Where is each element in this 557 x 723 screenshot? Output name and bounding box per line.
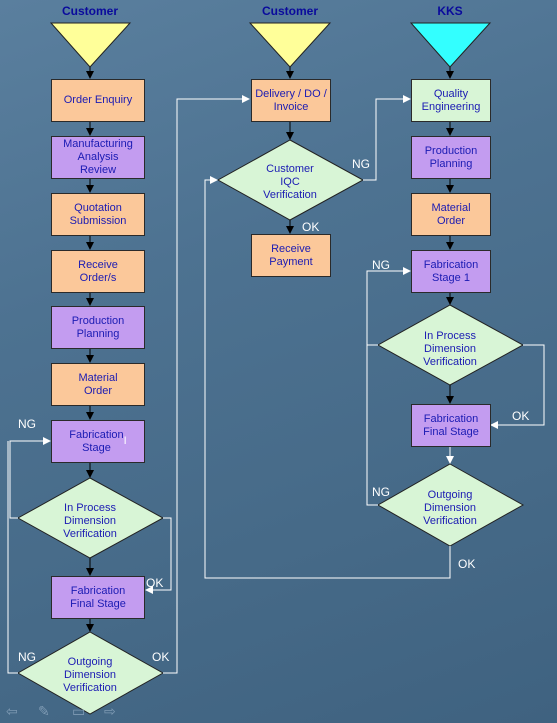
receive-orders-box: Receive Order/s	[51, 250, 145, 293]
left-header: Customer	[61, 4, 118, 18]
iqc-verification-text: Customer IQC Verification	[263, 163, 317, 201]
fabrication-stage-number: I	[123, 435, 127, 447]
back-arrow-icon[interactable]: ⇦	[6, 703, 18, 719]
right-header: KKS	[437, 4, 463, 18]
right-start-triangle	[409, 22, 492, 68]
left-fabrication-stage-box: Fabrication Stage I	[51, 420, 145, 463]
left-ng-fabrication-label: NG	[18, 417, 36, 431]
right-ok-outgoing-label: OK	[458, 557, 476, 571]
left-ok-final-label: OK	[146, 576, 164, 590]
left-ng-outgoing-label: NG	[18, 650, 36, 664]
right-ng-outgoing-label: NG	[372, 485, 390, 499]
right-material-order-box: Material Order	[411, 193, 491, 236]
left-start-triangle	[49, 22, 132, 68]
right-in-process-text: In Process Dimension Verification	[423, 330, 477, 368]
manufacturing-review-box: Manufacturing Analysis Review	[51, 136, 145, 179]
right-production-planning-box: Production Planning	[411, 136, 491, 179]
loop-connectors	[7, 95, 545, 674]
middle-ng-label: NG	[352, 157, 370, 171]
delivery-box: Delivery / DO / Invoice	[251, 79, 331, 122]
middle-ok-label: OK	[302, 220, 320, 234]
right-fabrication-stage1-box: Fabrication Stage 1	[411, 250, 491, 293]
left-outgoing-text: Outgoing Dimension Verification	[63, 656, 117, 694]
left-ok-outgoing-label: OK	[152, 650, 170, 664]
right-fabrication-final-box: Fabrication Final Stage	[411, 404, 491, 447]
menu-icon[interactable]: ▭	[72, 703, 86, 719]
middle-header: Customer	[261, 4, 318, 18]
right-ok-final-label: OK	[512, 409, 530, 423]
forward-arrow-icon[interactable]: ⇨	[104, 703, 116, 719]
left-fabrication-final-box: Fabrication Final Stage	[51, 576, 145, 619]
pen-icon[interactable]: ✎	[38, 703, 50, 719]
order-enquiry-box: Order Enquiry	[51, 79, 145, 122]
left-production-planning-box: Production Planning	[51, 306, 145, 349]
right-outgoing-text: Outgoing Dimension Verification	[423, 489, 477, 527]
middle-start-triangle	[248, 22, 332, 68]
receive-payment-box: Receive Payment	[251, 234, 331, 277]
left-outgoing-diamond	[16, 631, 165, 715]
quotation-submission-box: Quotation Submission	[51, 193, 145, 236]
left-in-process-text: In Process Dimension Verification	[63, 502, 117, 540]
left-material-order-box: Material Order	[51, 363, 145, 406]
quality-engineering-box: Quality Engineering	[411, 79, 491, 122]
right-ng-fabrication-label: NG	[372, 258, 390, 272]
fabrication-stage-label: Fabrication Stage	[69, 428, 124, 454]
